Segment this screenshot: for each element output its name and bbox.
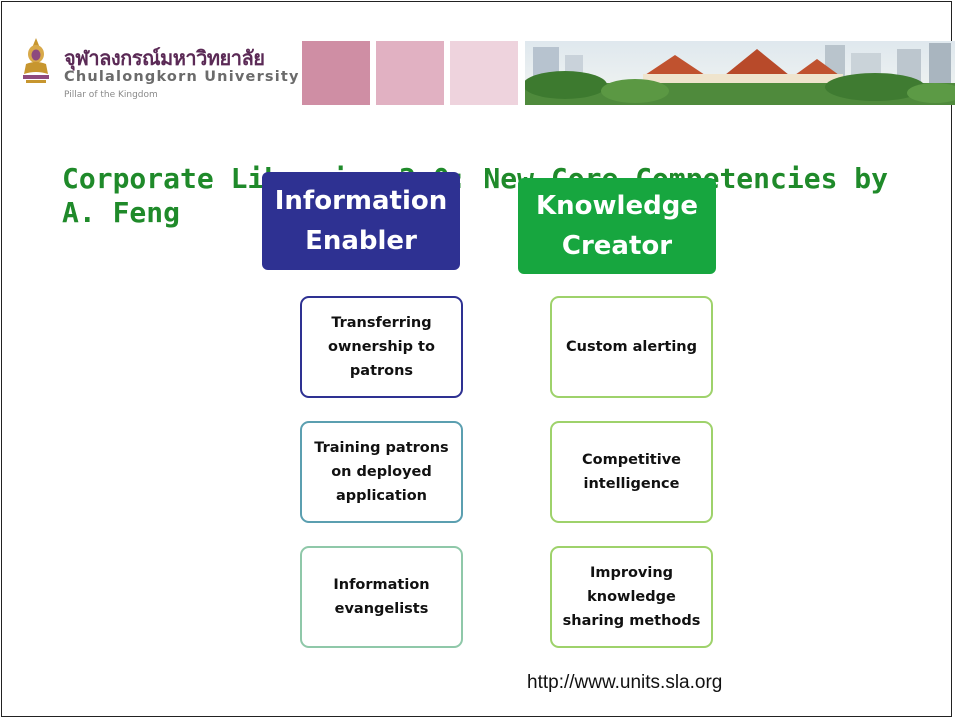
heading-line: Enabler xyxy=(305,226,417,256)
card-competitive-intelligence: Competitive intelligence xyxy=(550,421,713,523)
heading-line: Knowledge xyxy=(536,191,698,221)
card-line: Training patrons xyxy=(314,440,449,456)
card-knowledge-sharing: Improving knowledge sharing methods xyxy=(550,546,713,648)
card-line: on deployed xyxy=(331,464,432,480)
card-line: Transferring xyxy=(331,315,432,331)
card-line: Custom alerting xyxy=(566,339,697,355)
header-color-band-1 xyxy=(302,41,370,105)
source-url: http://www.units.sla.org xyxy=(527,672,723,693)
card-transferring-ownership: Transferring ownership to patrons xyxy=(300,296,463,398)
header-color-band-3 xyxy=(450,41,518,105)
card-line: sharing methods xyxy=(562,613,701,629)
university-tagline: Pillar of the Kingdom xyxy=(64,90,158,100)
header-color-band-2 xyxy=(376,41,444,105)
card-line: patrons xyxy=(349,363,414,379)
university-seal-icon xyxy=(23,38,49,83)
card-line: Information xyxy=(333,577,430,593)
slide-title: Corporate Librarian 2.0: New Core Compet… xyxy=(62,162,889,229)
card-custom-alerting: Custom alerting xyxy=(550,296,713,398)
card-training-patrons: Training patrons on deployed application xyxy=(300,421,463,523)
university-logo: จุฬาลงกรณ์มหาวิทยาลัย Chulalongkorn Univ… xyxy=(16,22,299,108)
campus-photo xyxy=(525,41,955,105)
university-name-thai: จุฬาลงกรณ์มหาวิทยาลัย xyxy=(64,46,265,70)
heading-line: Creator xyxy=(561,231,673,261)
card-line: intelligence xyxy=(583,476,680,492)
card-line: Competitive xyxy=(581,452,681,468)
card-line: ownership to xyxy=(328,339,435,355)
heading-information-enabler: Information Enabler xyxy=(262,172,460,270)
card-information-evangelists: Information evangelists xyxy=(300,546,463,648)
card-line: evangelists xyxy=(334,601,429,617)
card-line: Improving xyxy=(589,565,674,581)
university-name-english: Chulalongkorn University xyxy=(64,69,300,85)
heading-knowledge-creator: Knowledge Creator xyxy=(518,178,716,274)
card-line: application xyxy=(335,488,428,504)
heading-line: Information xyxy=(274,186,448,216)
card-line: knowledge xyxy=(587,589,676,605)
